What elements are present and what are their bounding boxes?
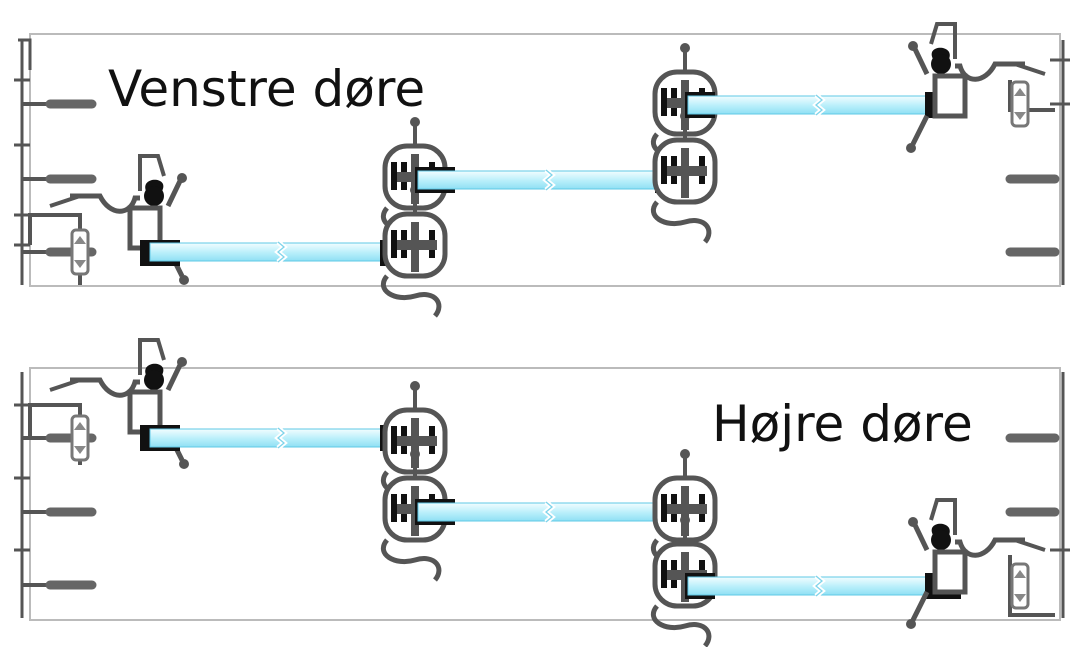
door-3-hoejre (653, 500, 1055, 646)
door-3-venstre (653, 24, 1055, 242)
left-wall-rail-bottom (14, 372, 92, 618)
label-hoejre-doere: Højre døre (712, 395, 973, 453)
panel-venstre: Venstre døre (14, 24, 1070, 316)
door-2-hoejre (383, 449, 715, 580)
right-wall-rail-top (1005, 40, 1070, 285)
panel-hoejre: Højre døre (14, 340, 1070, 646)
left-wall-rail-top (14, 38, 92, 285)
right-wall-rail-bottom (1005, 372, 1070, 618)
frame-box-top (29, 33, 1061, 287)
label-venstre-doere: Venstre døre (108, 60, 425, 118)
frame-box-bottom (29, 367, 1061, 621)
door-1-hoejre (28, 340, 445, 512)
